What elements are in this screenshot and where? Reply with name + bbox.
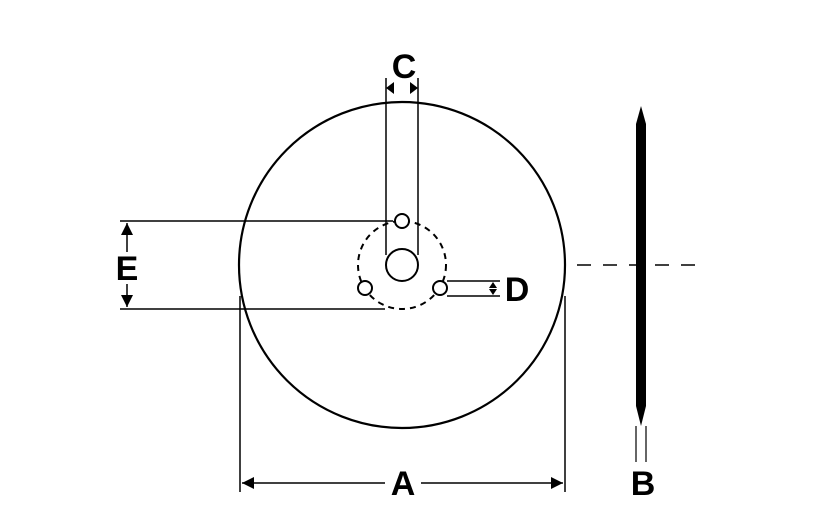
bolt-circle [357,220,447,310]
side-view: B [577,106,705,503]
dimension-e: E [110,220,393,310]
label-d: D [505,271,530,309]
dimension-d: D [447,271,529,309]
disc-outline [237,100,567,430]
bolt-hole-right [432,280,448,296]
bolt-hole-left [357,280,373,296]
label-b: B [631,465,656,503]
dimension-a: A [239,296,566,503]
label-e: E [116,250,139,288]
center-hole [385,248,419,282]
dimension-c: C [385,48,419,255]
bolt-hole-top [394,213,410,229]
label-a: A [391,465,416,503]
label-c: C [392,48,417,86]
blade-profile [636,106,646,426]
